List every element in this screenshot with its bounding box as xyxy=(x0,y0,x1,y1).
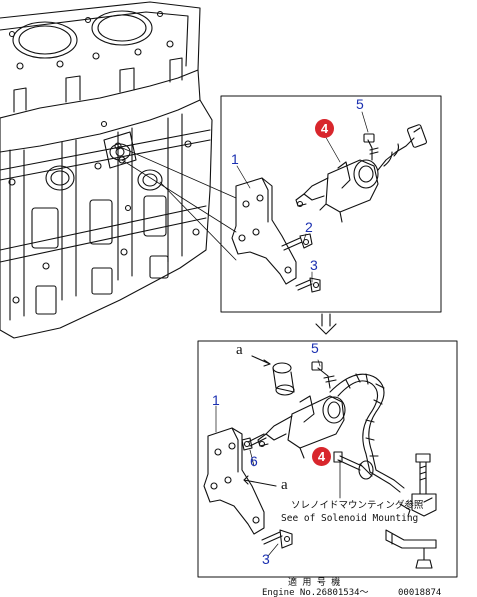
callout-1-top: 1 xyxy=(231,151,239,167)
callout-leaders xyxy=(215,111,369,557)
engine-block xyxy=(0,1,213,339)
solenoid-top xyxy=(295,124,427,223)
leader-lines xyxy=(117,145,237,261)
callout-4-top-badge: 4 xyxy=(315,119,334,138)
bottom-detail-frame xyxy=(197,340,458,578)
ref-arrow-bracket xyxy=(243,475,277,487)
note-japanese: ソレノイドマウンティング参照 xyxy=(291,500,424,511)
down-arrow xyxy=(315,313,337,335)
spacer xyxy=(251,355,295,396)
clamp-bolt xyxy=(333,451,374,480)
callout-4-bottom-badge: 4 xyxy=(312,447,331,466)
callout-3-bottom: 3 xyxy=(262,551,270,567)
bolt-top-2 xyxy=(281,233,313,251)
bolt-top-3 xyxy=(295,277,321,293)
clip-assembly xyxy=(385,453,437,569)
harness-bottom xyxy=(329,373,405,493)
screw-bottom xyxy=(311,361,337,389)
top-detail-frame xyxy=(220,95,442,313)
bracket-bottom xyxy=(203,427,265,535)
bolt-bottom-3 xyxy=(261,529,293,549)
callout-2-top: 2 xyxy=(305,219,313,235)
callout-3-top: 3 xyxy=(310,257,318,273)
bracket-top xyxy=(231,177,297,285)
ref-a-bracket: a xyxy=(281,477,288,493)
footer-applicability-jp: 適 用 号 機 xyxy=(288,578,341,588)
callout-1-bottom: 1 xyxy=(212,392,220,408)
footer-figure-number: 00018874 xyxy=(398,588,442,597)
ref-a-spacer: a xyxy=(236,342,243,358)
solenoid-bottom xyxy=(257,395,346,459)
callout-5-top: 5 xyxy=(356,96,364,112)
callout-6-bottom: 6 xyxy=(250,453,258,469)
screw-top xyxy=(363,133,379,161)
bolt-bottom-6 xyxy=(241,433,267,451)
note-english: See of Solenoid Mounting xyxy=(281,513,419,524)
footer-engine-number: Engine No.26801534～ xyxy=(262,588,369,597)
callout-5-bottom: 5 xyxy=(311,340,319,356)
